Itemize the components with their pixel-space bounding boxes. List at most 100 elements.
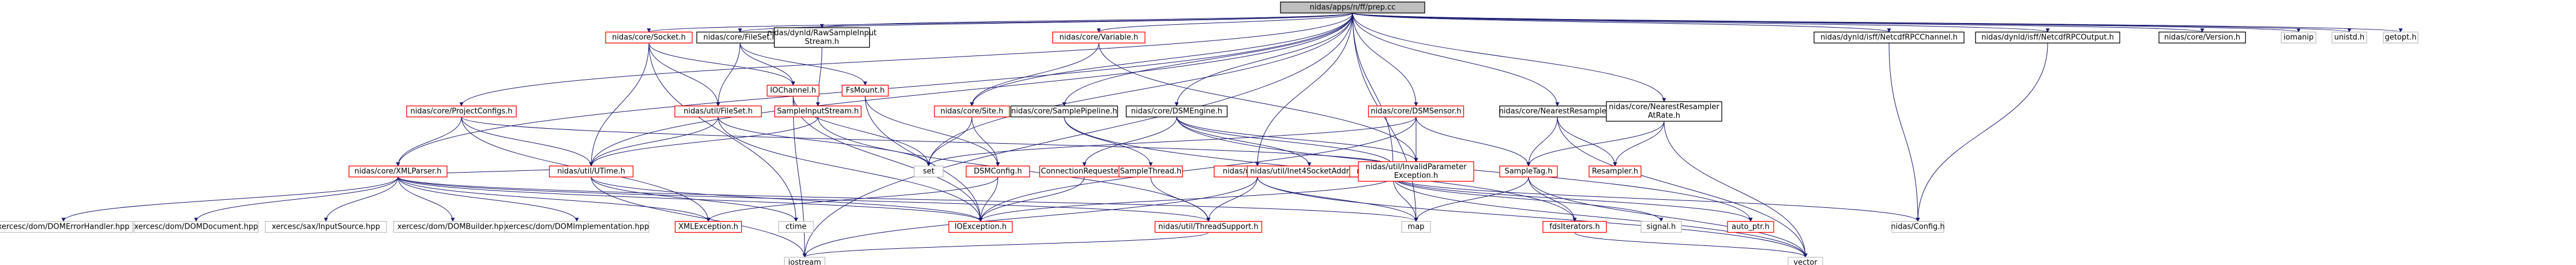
node-label-n_xmlexc-0: XMLException.h bbox=[678, 223, 738, 232]
node-n_thread[interactable]: nidas/util/ThreadSupport.h bbox=[1154, 221, 1263, 233]
node-box-n_ctime bbox=[778, 221, 814, 233]
node-label-n_iostream-0: iostream bbox=[788, 259, 821, 265]
edge-n_nearest-to-n_vector bbox=[1557, 117, 1808, 258]
edge-n_fileset-to-n_fsmount bbox=[739, 43, 868, 86]
node-n_xmlparser[interactable]: nidas/core/XMLParser.h bbox=[348, 165, 448, 178]
node-n_sampletag[interactable]: SampleTag.h bbox=[1499, 165, 1558, 178]
node-label-n_dsmengine-0: nidas/core/DSMEngine.h bbox=[1131, 107, 1222, 116]
node-label-n_resampler-0: Resampler.h bbox=[1592, 167, 1638, 176]
node-box-n_x_err bbox=[0, 221, 133, 233]
edge-n_fsmount-to-n_dsmconfig bbox=[865, 96, 1000, 167]
node-label-n_config-0: nidas/Config.h bbox=[1891, 223, 1944, 232]
edge-n_projcfg-to-n_xmlparser bbox=[396, 117, 462, 167]
node-n_dsmsensor[interactable]: nidas/core/DSMSensor.h bbox=[1368, 105, 1465, 118]
node-n_x_err[interactable]: xercesc/dom/DOMErrorHandler.hpp bbox=[0, 221, 133, 233]
node-n_utilfileset[interactable]: nidas/util/FileSet.h bbox=[674, 105, 762, 118]
edge-n_logger-to-n_vector bbox=[1257, 177, 1808, 258]
node-root[interactable]: nidas/apps/n/ff/prep.cc bbox=[1280, 1, 1425, 14]
node-box-n_iochannel bbox=[767, 84, 820, 97]
node-n_ioexc[interactable]: IOException.h bbox=[948, 221, 1013, 233]
node-n_x_impl[interactable]: xercesc/dom/DOMImplementation.hpp bbox=[504, 221, 649, 233]
node-box-n_variable bbox=[1052, 31, 1146, 44]
node-n_socket[interactable]: nidas/core/Socket.h bbox=[605, 31, 693, 44]
edge-root-to-n_iostream bbox=[802, 13, 1353, 258]
node-label-n_xmlparser-0: nidas/core/XMLParser.h bbox=[355, 167, 442, 176]
node-n_iochannel[interactable]: IOChannel.h bbox=[767, 84, 820, 97]
node-n_nearest[interactable]: nidas/core/NearestResampler.h bbox=[1499, 105, 1616, 118]
node-n_utime[interactable]: nidas/util/UTime.h bbox=[549, 165, 634, 178]
node-n_x_input[interactable]: xercesc/sax/InputSource.hpp bbox=[265, 221, 387, 233]
node-n_iomanip[interactable]: iomanip bbox=[2281, 31, 2316, 44]
edge-n_dsmengine-to-n_process bbox=[1176, 117, 1395, 167]
node-box-n_nearestalt bbox=[1606, 101, 1722, 122]
edge-n_nearest-to-n_sampletag bbox=[1526, 117, 1558, 167]
node-n_x_doc[interactable]: xercesc/dom/DOMDocument.hpp bbox=[133, 221, 259, 233]
node-n_config[interactable]: nidas/Config.h bbox=[1891, 221, 1945, 233]
node-n_set[interactable]: set bbox=[914, 165, 944, 178]
edge-n_nearestalt-to-n_vector bbox=[1663, 121, 1808, 258]
node-n_ctime[interactable]: ctime bbox=[778, 221, 814, 233]
edge-n_rawsample-to-n_samplein bbox=[816, 47, 823, 107]
node-n_dsmconfig[interactable]: DSMConfig.h bbox=[966, 165, 1030, 178]
edge-n_netcdfch-to-n_config bbox=[1888, 43, 1920, 222]
node-box-n_iomanip bbox=[2281, 31, 2316, 44]
edge-n_xmlparser-to-n_x_builder bbox=[397, 177, 455, 222]
edge-n_nearest-to-n_resampler bbox=[1557, 117, 1617, 167]
edge-root-to-n_netcdfout bbox=[1352, 13, 2050, 33]
node-box-n_iostream bbox=[784, 256, 825, 265]
node-n_getopt[interactable]: getopt.h bbox=[2383, 31, 2419, 44]
edge-n_utime-to-n_ctime bbox=[591, 177, 798, 222]
node-n_netcdfch[interactable]: nidas/dynld/isff/NetcdfRPCChannel.h bbox=[1813, 31, 1965, 44]
node-n_variable[interactable]: nidas/core/Variable.h bbox=[1052, 31, 1146, 44]
node-n_netcdfout[interactable]: nidas/dynld/isff/NetcdfRPCOutput.h bbox=[1975, 31, 2120, 44]
node-box-n_ioexc bbox=[948, 221, 1013, 233]
node-n_connreq[interactable]: ConnectionRequester.h bbox=[1039, 165, 1130, 178]
node-n_iostream[interactable]: iostream bbox=[784, 256, 825, 265]
node-n_map[interactable]: map bbox=[1401, 221, 1431, 233]
node-n_vector[interactable]: vector bbox=[1788, 256, 1823, 265]
node-label-n_autoptr-0: auto_ptr.h bbox=[1732, 223, 1770, 232]
node-n_samplethread[interactable]: SampleThread.h bbox=[1118, 165, 1183, 178]
node-n_samplepipe[interactable]: nidas/core/SamplePipeline.h bbox=[1010, 105, 1118, 118]
node-n_inet4[interactable]: nidas/util/Inet4SocketAddress.h bbox=[1246, 165, 1372, 178]
node-box-n_sampletag bbox=[1499, 165, 1558, 178]
edge-n_samplein-to-n_utime bbox=[589, 117, 818, 167]
node-n_fditer[interactable]: fdsIterators.h bbox=[1542, 221, 1607, 233]
dependency-edges bbox=[61, 13, 2402, 258]
node-box-n_site bbox=[934, 105, 1010, 118]
node-n_fsmount[interactable]: FsMount.h bbox=[842, 84, 889, 97]
node-box-n_set bbox=[914, 165, 944, 178]
edge-n_dsmengine-to-n_invalid bbox=[1176, 117, 1418, 162]
edge-n_utilfileset-to-n_set bbox=[718, 117, 931, 167]
node-box-n_signal bbox=[1640, 221, 1682, 233]
node-n_resampler[interactable]: Resampler.h bbox=[1589, 165, 1642, 178]
edge-n_xmlparser-to-n_thread bbox=[397, 177, 1211, 222]
node-n_version[interactable]: nidas/core/Version.h bbox=[2158, 31, 2246, 44]
node-n_site[interactable]: nidas/core/Site.h bbox=[934, 105, 1010, 118]
edge-n_projcfg-to-n_utime bbox=[461, 117, 594, 167]
node-n_fileset[interactable]: nidas/core/FileSet.h bbox=[696, 31, 784, 44]
node-label-n_samplepipe-0: nidas/core/SamplePipeline.h bbox=[1011, 107, 1117, 116]
node-label-n_utilfileset-0: nidas/util/FileSet.h bbox=[684, 107, 753, 116]
edge-n_utilfileset-to-n_ioexc bbox=[718, 117, 983, 222]
node-n_dsmengine[interactable]: nidas/core/DSMEngine.h bbox=[1125, 105, 1228, 118]
node-box-n_utime bbox=[549, 165, 634, 178]
node-label-n_samplein-0: SampleInputStream.h bbox=[777, 107, 859, 116]
node-n_autoptr[interactable]: auto_ptr.h bbox=[1727, 221, 1774, 233]
edge-root-to-n_getopt bbox=[1352, 13, 2402, 33]
node-n_projcfg[interactable]: nidas/core/ProjectConfigs.h bbox=[406, 105, 517, 118]
node-box-n_x_doc bbox=[133, 221, 259, 233]
node-label-n_map-0: map bbox=[1408, 223, 1425, 232]
edge-n_xmlparser-to-n_x_err bbox=[61, 177, 399, 222]
node-box-n_x_input bbox=[265, 221, 387, 233]
node-n_xmlexc[interactable]: XMLException.h bbox=[674, 221, 742, 233]
node-n_unistd[interactable]: unistd.h bbox=[2331, 31, 2367, 44]
node-n_samplein[interactable]: SampleInputStream.h bbox=[774, 105, 862, 118]
dependency-nodes: nidas/apps/n/ff/prep.cc nidas/core/Socket… bbox=[0, 1, 2419, 265]
node-n_signal[interactable]: signal.h bbox=[1640, 221, 1682, 233]
node-label-n_x_doc-0: xercesc/dom/DOMDocument.hpp bbox=[134, 223, 258, 232]
node-n_x_builder[interactable]: xercesc/dom/DOMBuilder.hpp bbox=[393, 221, 513, 233]
